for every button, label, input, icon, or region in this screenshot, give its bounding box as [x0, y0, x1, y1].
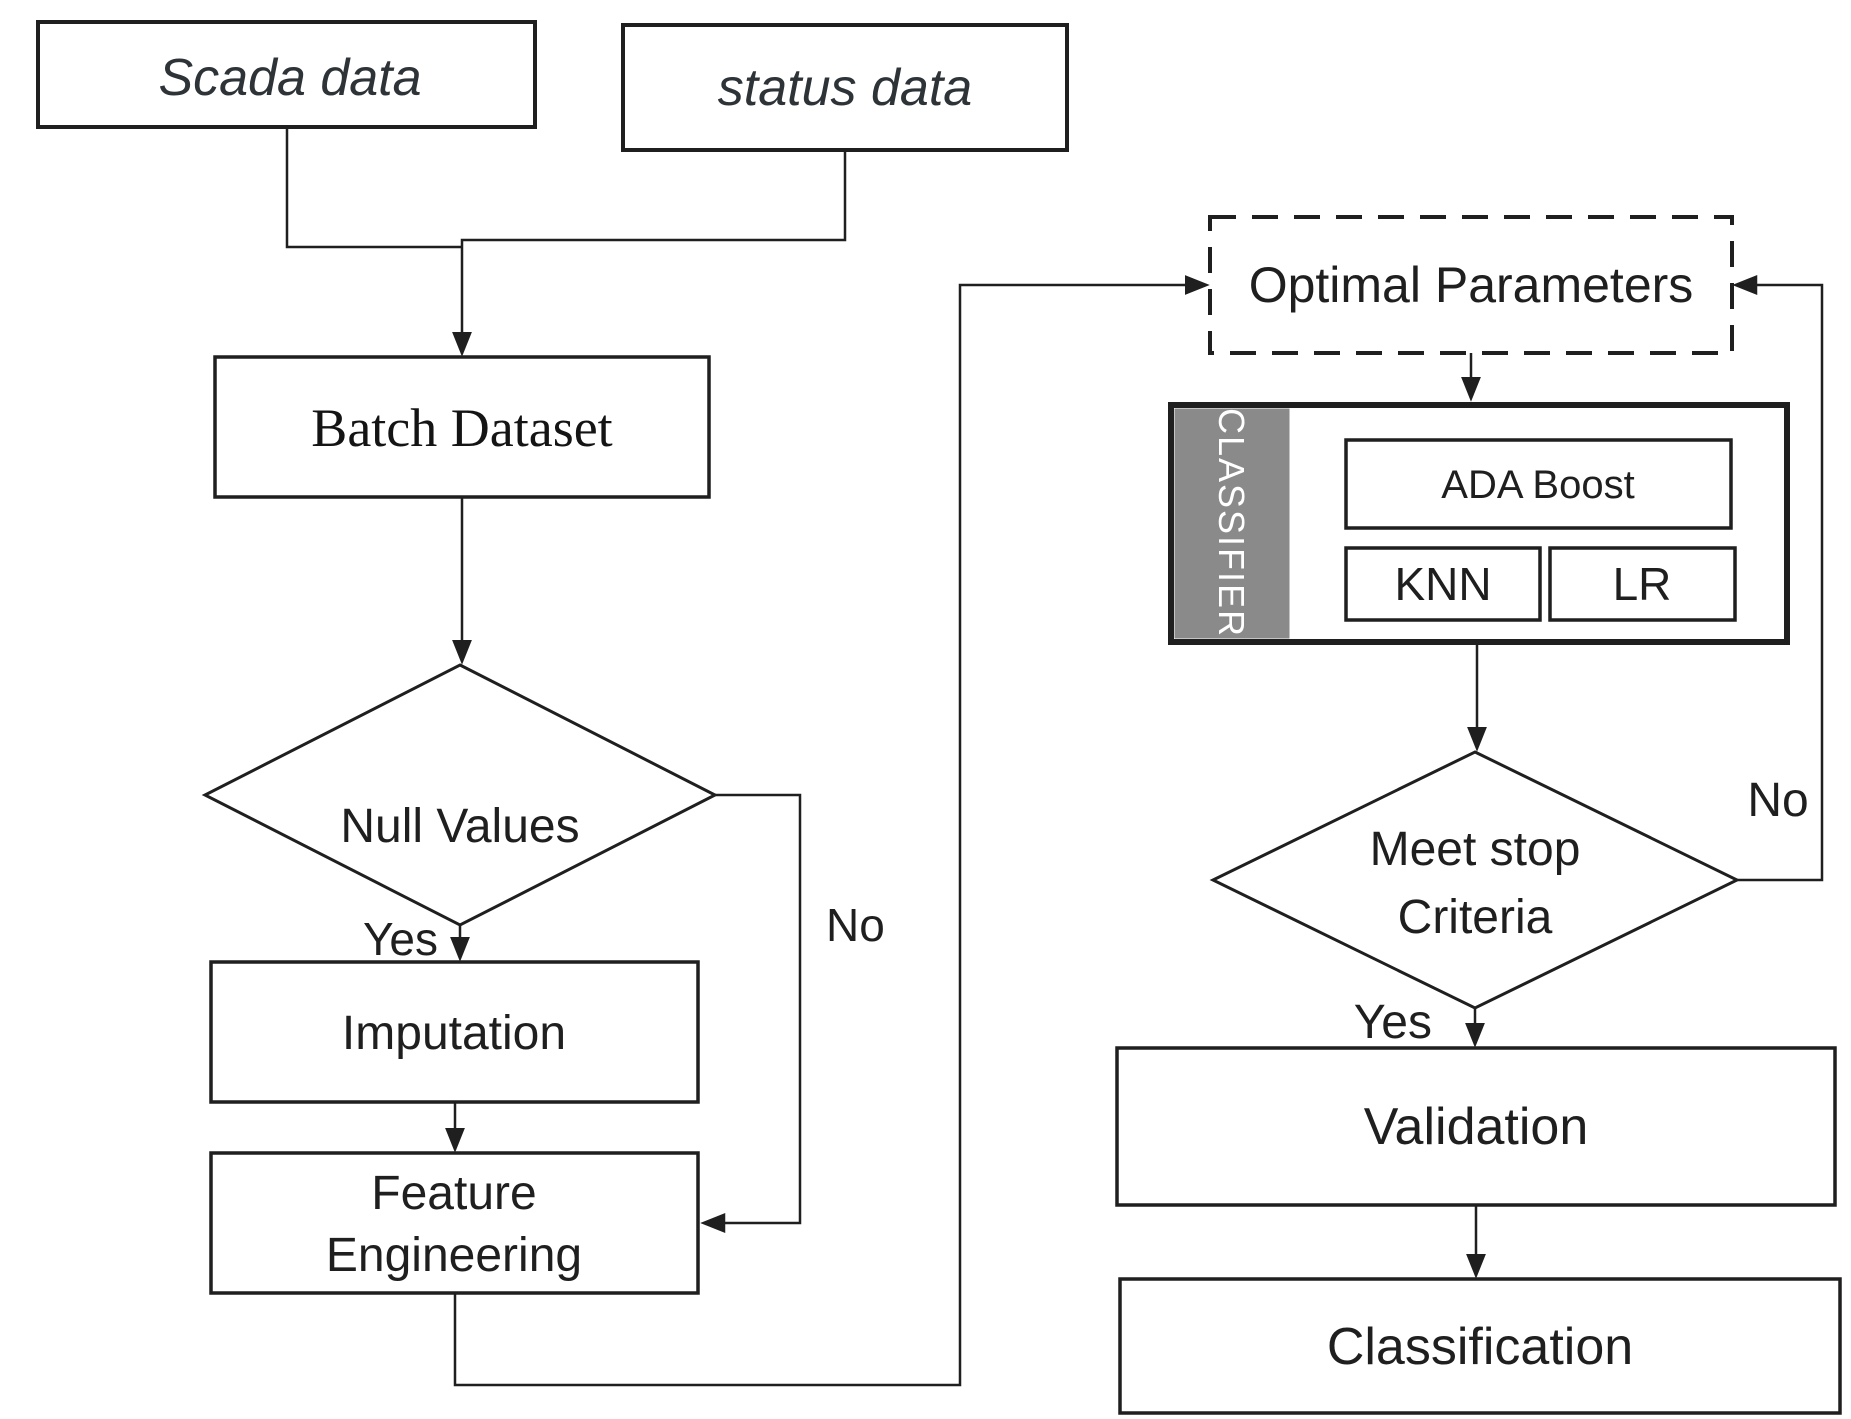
batch-dataset-box — [213, 355, 711, 499]
null-values-label: Null Values — [340, 800, 579, 853]
validation-box — [1115, 1046, 1837, 1207]
edge-label-null-yes: Yes — [363, 913, 438, 965]
knn-box — [1344, 546, 1542, 622]
classification-label: Classification — [1327, 1318, 1633, 1376]
scada-data-box — [36, 20, 537, 129]
meet-stop-criteria-diamond — [1209, 750, 1741, 1010]
knn-label: KNN — [1394, 558, 1491, 610]
ada-boost-box — [1344, 438, 1733, 530]
edge-label-null-no: No — [826, 899, 885, 951]
status-data-label: status data — [718, 59, 972, 117]
node-status-data: status data — [621, 23, 1069, 152]
node-classifier: CLASSIFIER ADA Boost KNN LR — [1168, 402, 1790, 645]
optimal-parameters-label: Optimal Parameters — [1249, 257, 1694, 313]
node-optimal-parameters: Optimal Parameters — [1208, 215, 1734, 355]
edge-status-to-merge — [460, 150, 847, 247]
scada-data-label: Scada data — [158, 49, 421, 107]
node-batch-dataset: Batch Dataset — [213, 355, 711, 499]
null-values-diamond — [201, 663, 719, 927]
classification-box — [1118, 1277, 1842, 1415]
edge-label-stop-no: No — [1747, 774, 1808, 827]
edge-meetstop-no-to-optimalparameters — [1732, 275, 1824, 882]
lr-label: LR — [1613, 558, 1672, 610]
lr-box — [1548, 546, 1737, 622]
node-imputation: Imputation — [209, 960, 700, 1104]
edge-scada-to-merge — [285, 127, 462, 249]
feature-engineering-label-line2: Engineering — [326, 1229, 582, 1282]
node-scada-data: Scada data — [36, 20, 537, 129]
validation-label: Validation — [1364, 1098, 1589, 1156]
feature-engineering-label-line1: Feature — [371, 1167, 536, 1220]
imputation-box — [209, 960, 700, 1104]
ada-boost-label: ADA Boost — [1441, 463, 1634, 507]
edge-nullvalues-no-to-featureengineering — [700, 793, 802, 1233]
node-validation: Validation — [1115, 1046, 1837, 1207]
classifier-strip — [1174, 408, 1290, 639]
meet-stop-criteria-label-line2: Criteria — [1398, 891, 1553, 944]
status-data-box — [621, 23, 1069, 152]
edge-label-stop-yes: Yes — [1354, 996, 1432, 1049]
optimal-parameters-box — [1208, 215, 1734, 355]
node-null-values: Null Values — [201, 663, 719, 927]
feature-engineering-box — [209, 1151, 700, 1295]
node-classification: Classification — [1118, 1277, 1842, 1415]
classifier-strip-label: CLASSIFIER — [1211, 408, 1252, 638]
batch-dataset-label: Batch Dataset — [311, 398, 612, 458]
edge-featureengineering-to-optimalparameters — [453, 275, 1210, 1387]
node-feature-engineering: Feature Engineering — [209, 1151, 700, 1295]
meet-stop-criteria-label-line1: Meet stop — [1370, 823, 1581, 876]
imputation-label: Imputation — [342, 1007, 566, 1060]
node-meet-stop-criteria: Meet stop Criteria — [1209, 750, 1741, 1010]
